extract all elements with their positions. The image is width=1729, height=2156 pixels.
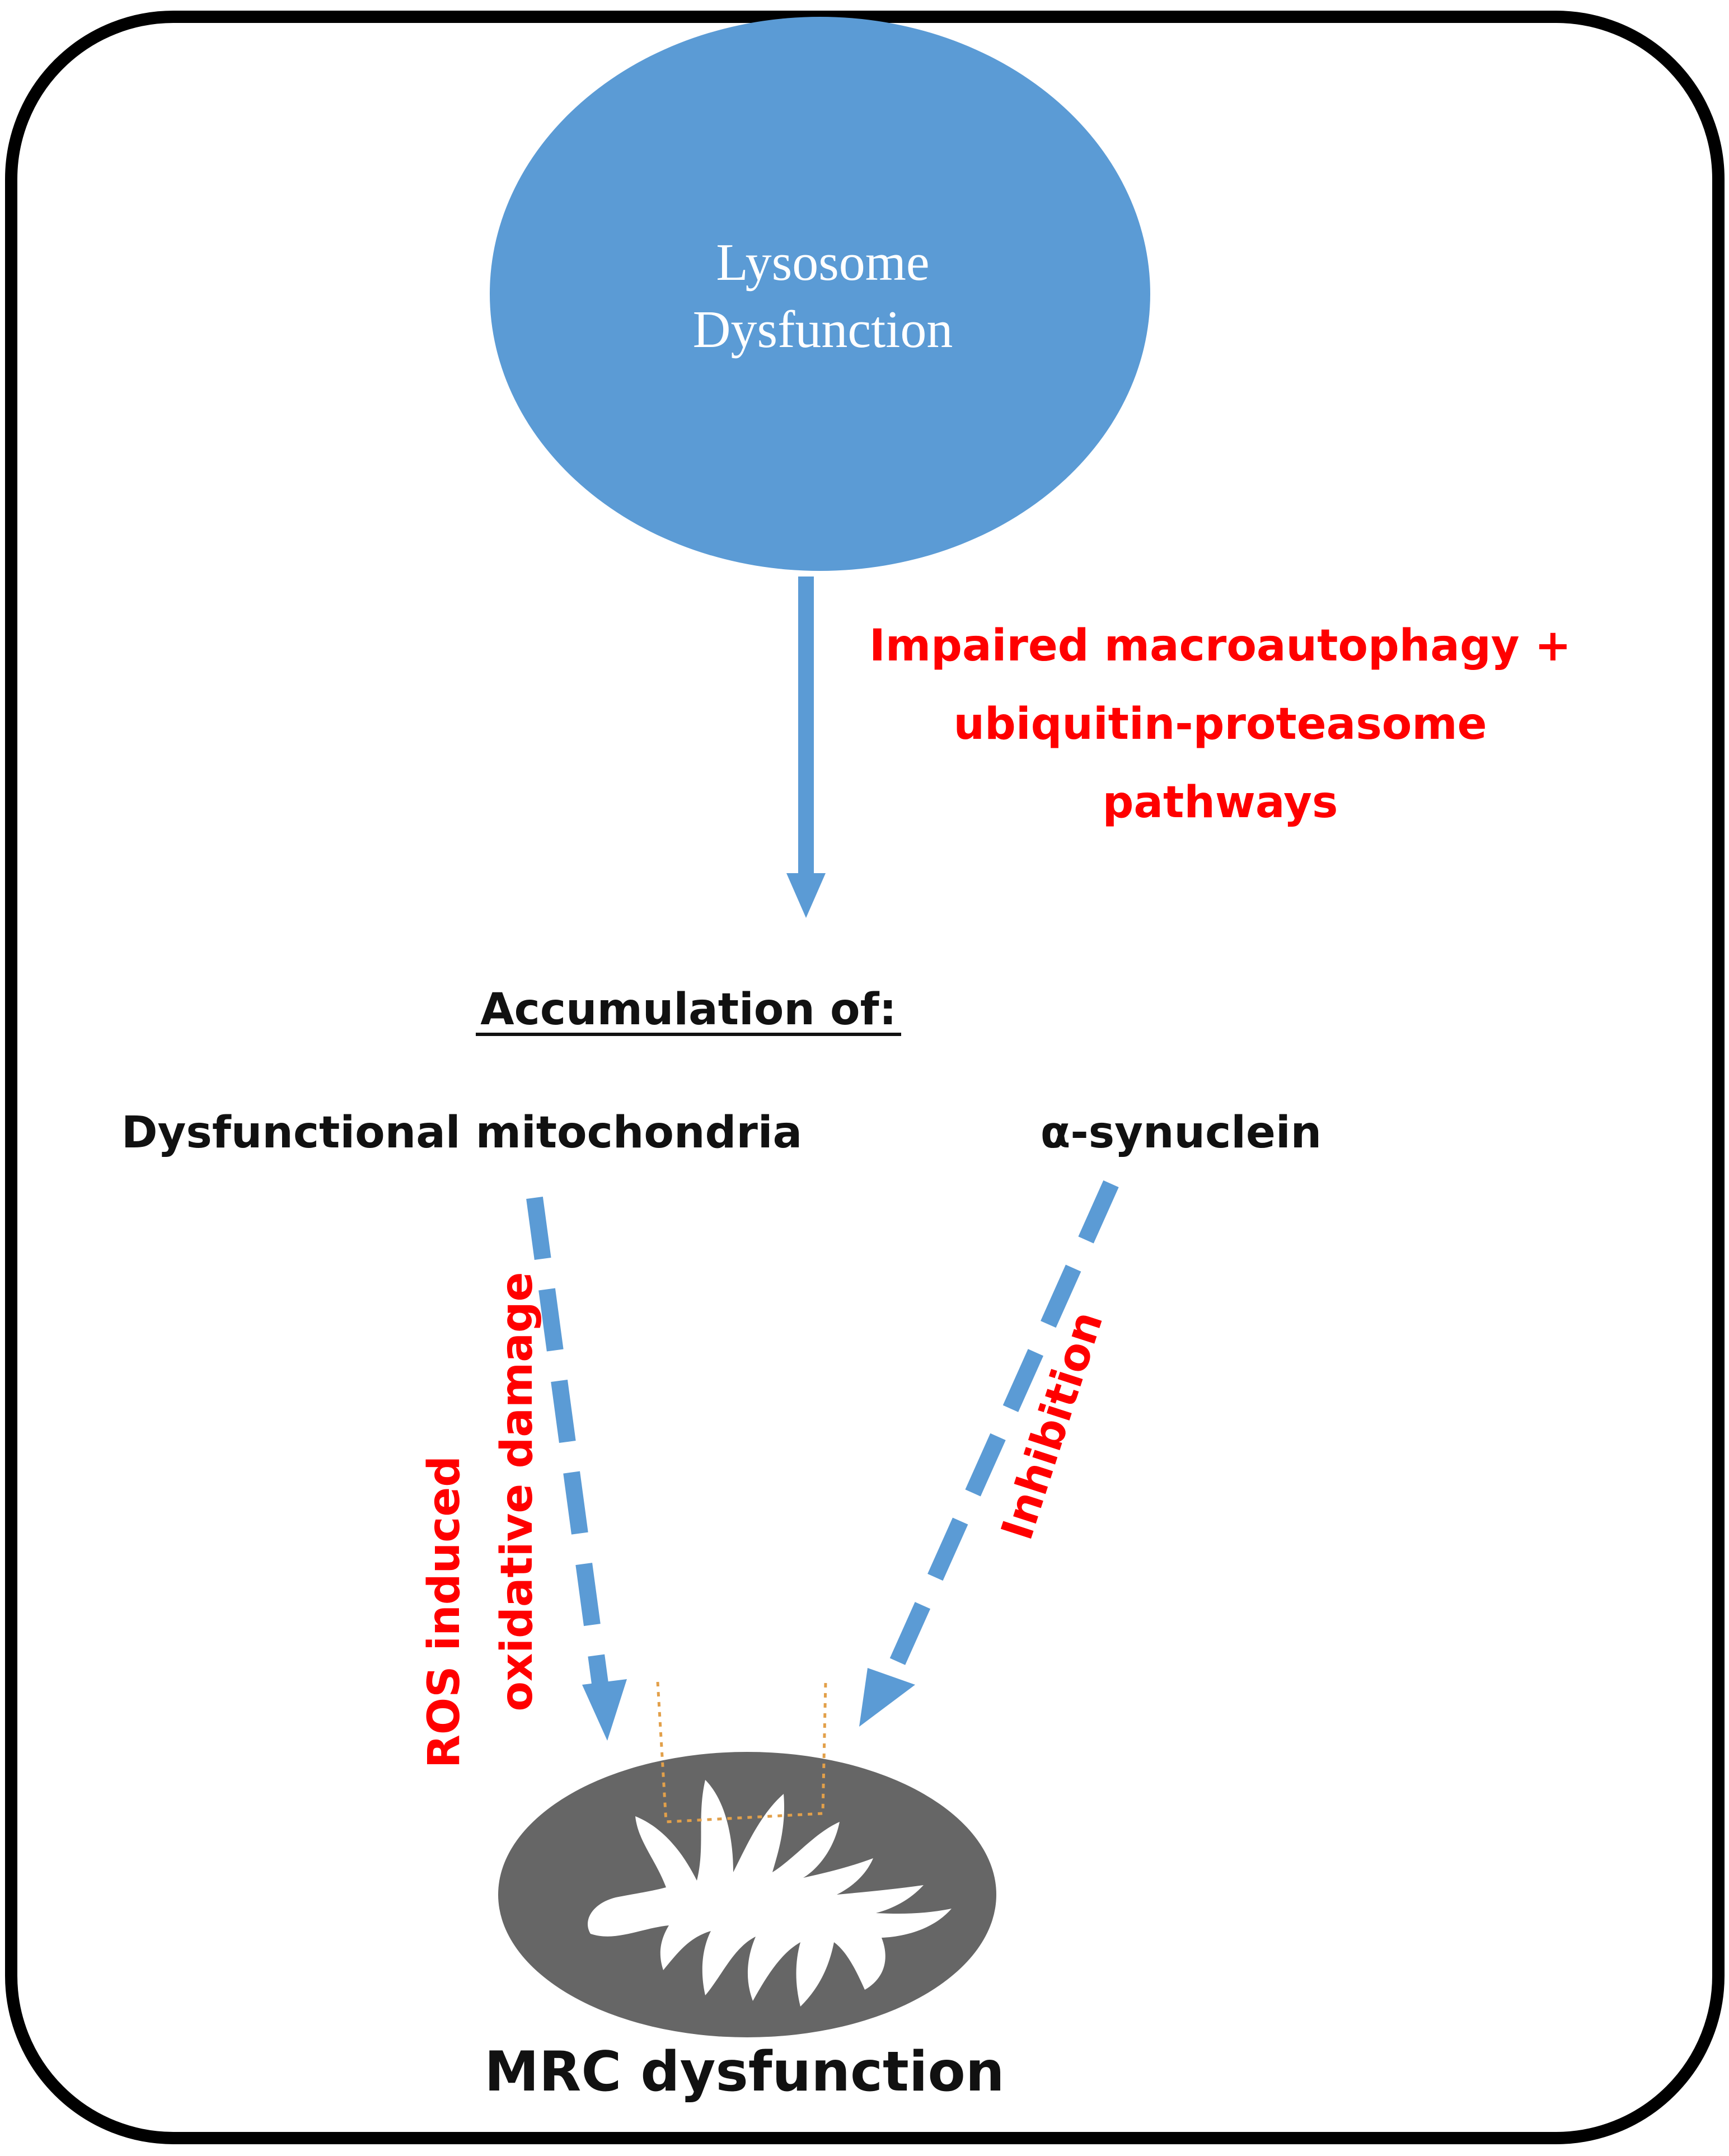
inhibition-label: Inhibition <box>992 1305 1113 1546</box>
pathway-label-line2: ubiquitin-proteasome <box>953 699 1487 749</box>
right-dashed-arrow <box>879 1180 1119 1689</box>
pathway-label-line1: Impaired macroautophagy + <box>869 621 1571 671</box>
dysfunctional-mitochondria-label: Dysfunctional mitochondria <box>121 1108 802 1158</box>
main-down-arrowhead <box>786 873 826 918</box>
lysosome-node <box>490 17 1150 571</box>
mitochondrion-cristae <box>588 1780 952 2007</box>
lysosome-label-line1: Lysosome <box>716 233 929 292</box>
left-dashed-arrow <box>526 1196 610 1698</box>
alpha-synuclein-label: α-synuclein <box>1041 1108 1322 1158</box>
pathway-label-line3: pathways <box>1103 777 1338 828</box>
ros-label-line1: ROS induced <box>419 1456 470 1768</box>
outer-frame <box>5 11 1725 2144</box>
ros-label-line2: oxidative damage <box>492 1272 542 1711</box>
mitochondrion-dotted-outline <box>656 1681 827 1824</box>
mitochondrion-illustration <box>498 1681 996 2037</box>
left-dashed-arrowhead <box>582 1679 627 1741</box>
lysosome-label-line2: Dysfunction <box>693 301 953 359</box>
right-dashed-arrowhead <box>859 1668 915 1727</box>
mrc-dysfunction-label: MRC dysfunction <box>484 2040 1004 2104</box>
accumulation-heading: Accumulation of: <box>480 985 897 1035</box>
